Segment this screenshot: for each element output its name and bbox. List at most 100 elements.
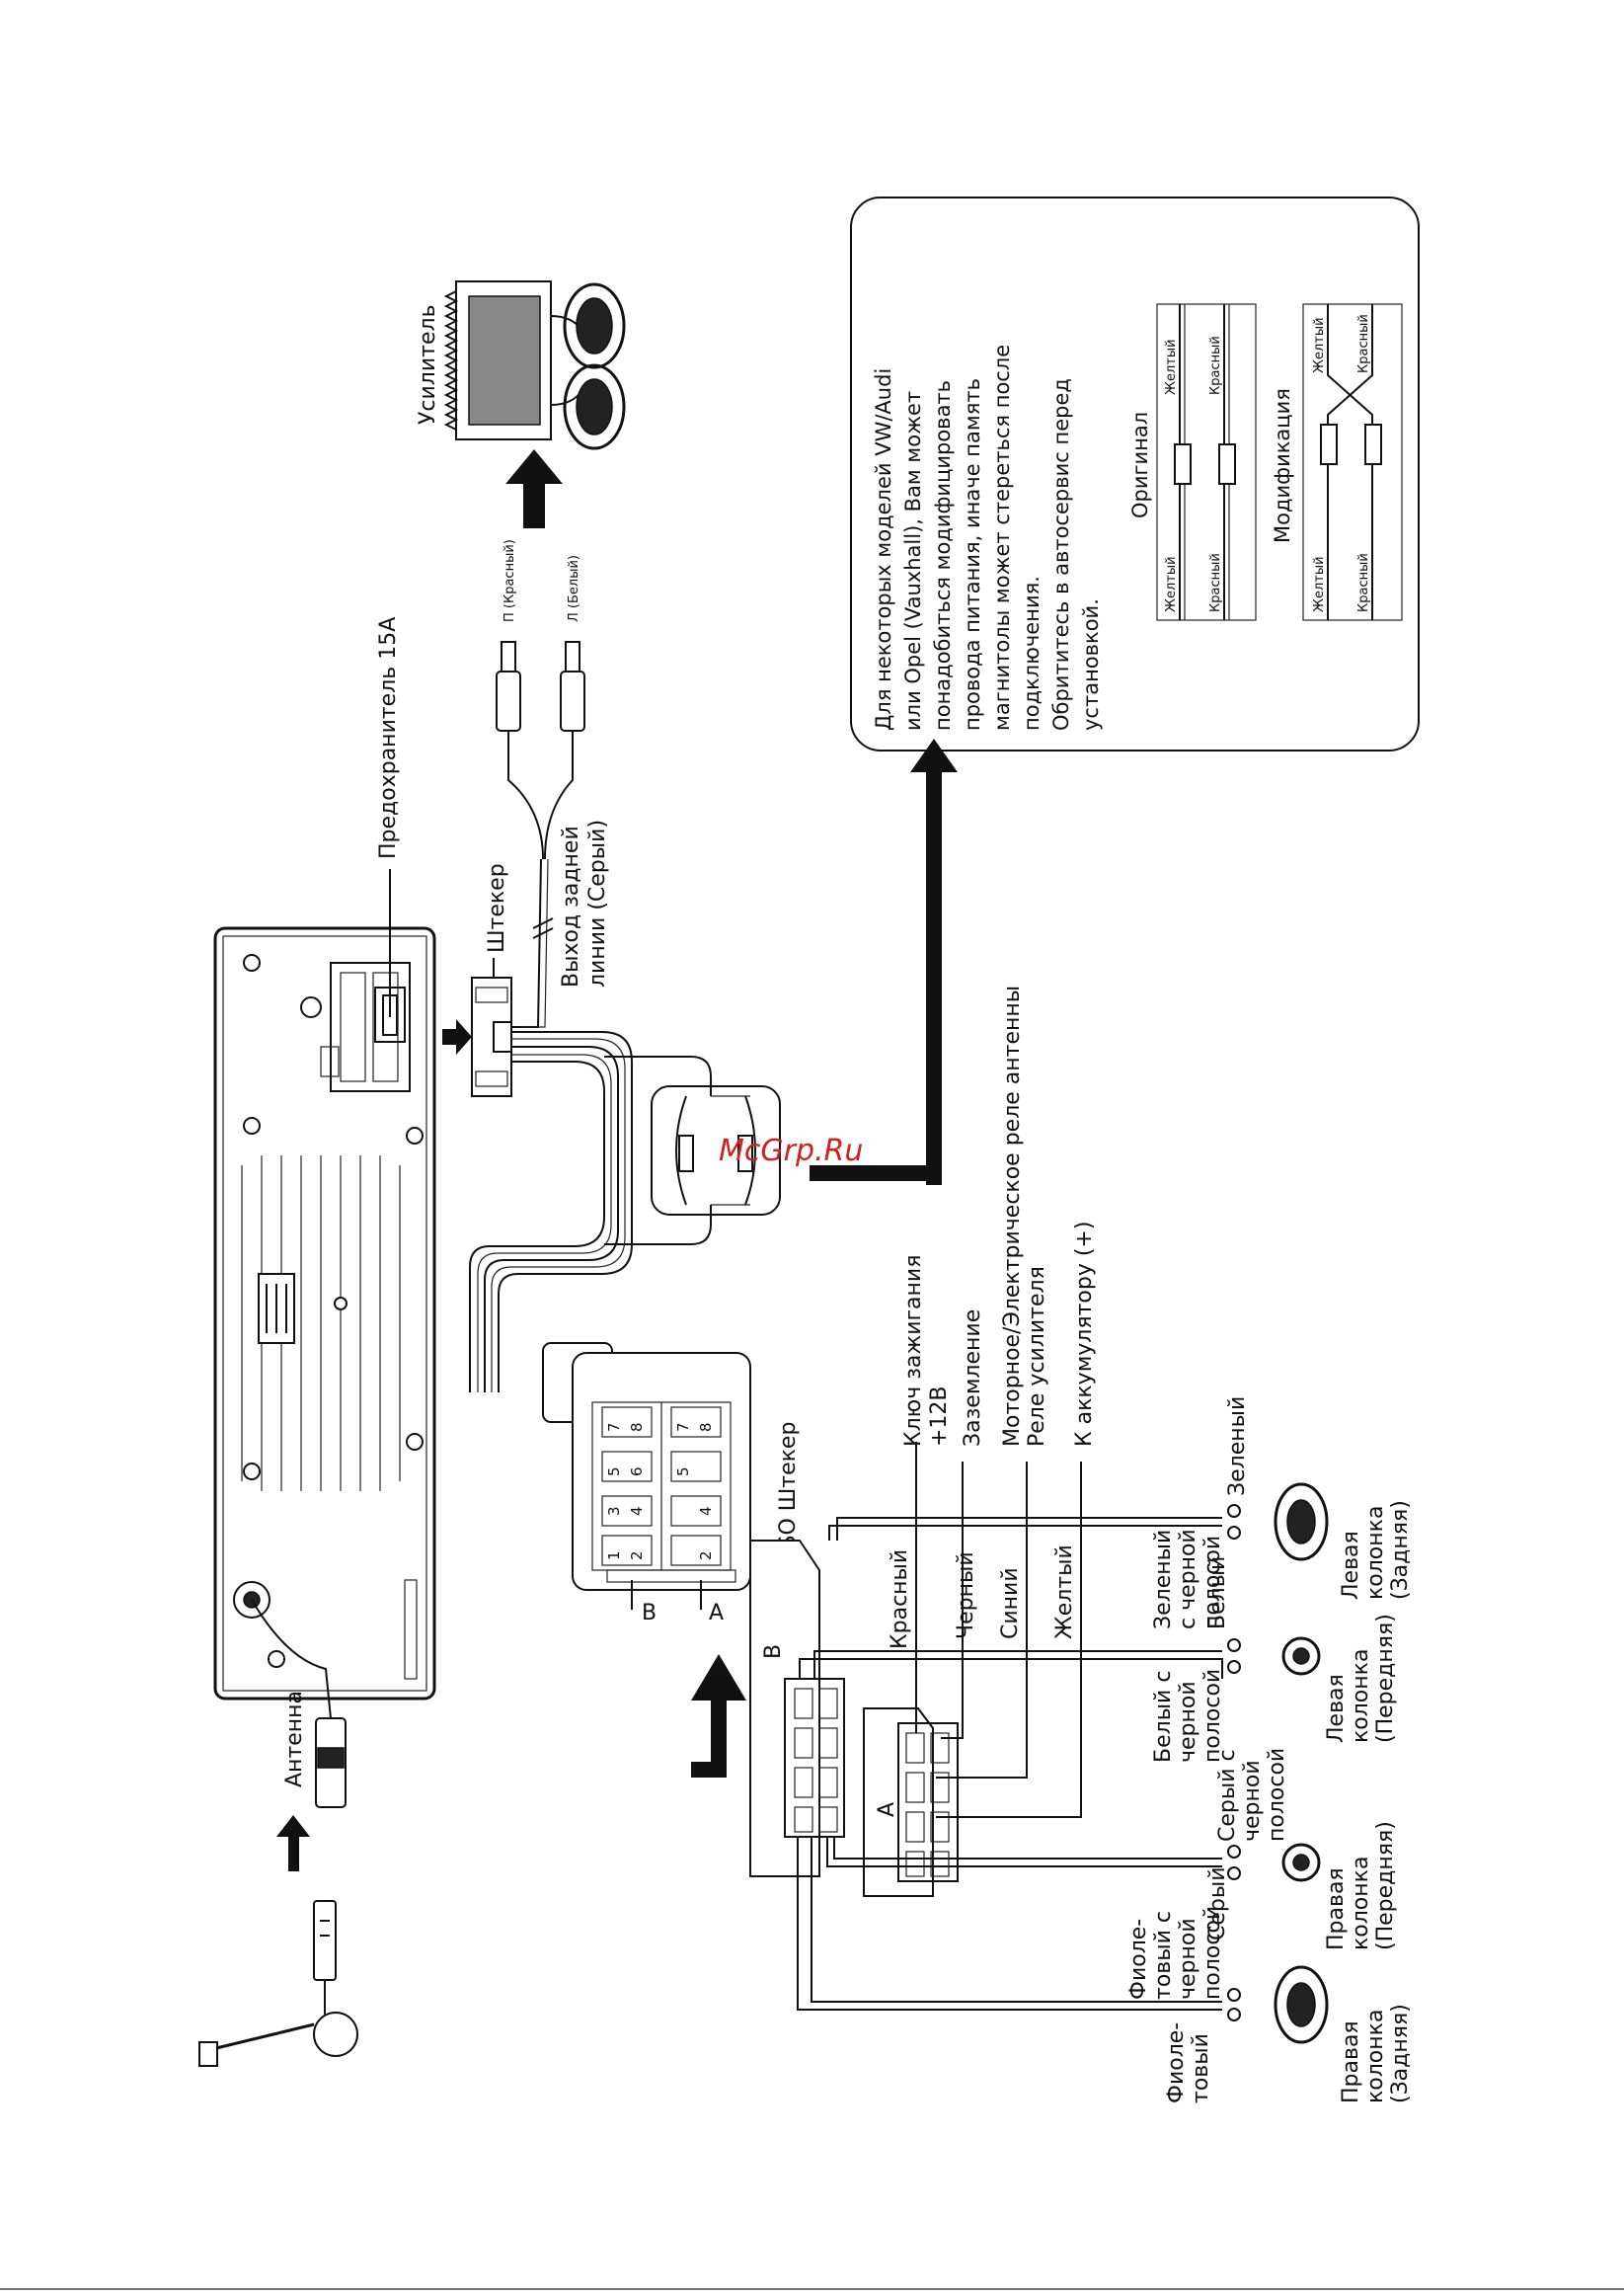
- speaker-lr-name-2: колонка: [1363, 1506, 1388, 1600]
- pin-b-6: 6: [628, 1466, 646, 1476]
- svg-text:подключения.: подключения.: [1020, 576, 1044, 731]
- pin-b-5: 5: [605, 1466, 623, 1476]
- speaker-rf-name-3: (Передняя): [1373, 1821, 1398, 1950]
- conn-a-label: A: [709, 1601, 724, 1625]
- antenna: Антенна: [198, 1599, 358, 2067]
- pin-b-2: 2: [628, 1550, 646, 1560]
- fuse-label: Предохранитель 15A: [376, 617, 401, 859]
- note-box-frame: [850, 197, 1420, 752]
- antenna-rod: [211, 2022, 315, 2051]
- note-text: Для некоторых моделей VW/Audi или Opel (…: [872, 345, 1103, 731]
- note-line-3: понадобиться модифицировать: [931, 380, 955, 731]
- speaker-lr-wire-pos-1: Зеленый: [1225, 1396, 1250, 1496]
- wire-blue-label: Синий: [998, 1567, 1023, 1639]
- pin-a-7: 7: [674, 1422, 692, 1432]
- line-out-label-1: Выход задней: [559, 826, 583, 988]
- pin-b-4: 4: [628, 1506, 646, 1516]
- wire-black-label: Черный: [954, 1551, 978, 1639]
- iso-a-pins: 7 5 8 4 2: [670, 1406, 722, 1566]
- pin-a-4: 4: [697, 1506, 715, 1516]
- mod-frame: [1302, 303, 1403, 621]
- antenna-label: Антенна: [282, 1691, 307, 1787]
- original-red-right: Красный: [1208, 336, 1223, 395]
- svg-text:или Opel (Vauxhall), Вам м: или Opel (Vauxhall), Вам может: [901, 391, 925, 731]
- line-out-label-2: линии (Серый): [585, 820, 610, 988]
- amplifier-arrow: [505, 449, 563, 528]
- screw-5: [243, 1463, 261, 1480]
- svg-text:провода питания, иначе памя: провода питания, иначе память: [961, 378, 984, 731]
- relay-frame: [651, 1085, 781, 1216]
- rca-left-plug: [560, 671, 585, 732]
- speaker-lf-name-2: колонка: [1349, 1649, 1373, 1743]
- pin-a-2: 2: [697, 1550, 715, 1560]
- screw-1: [243, 954, 261, 972]
- plug-label: Штекер: [485, 863, 509, 953]
- pin-a-8: 8: [697, 1422, 715, 1432]
- pin-b-1: 1: [605, 1550, 623, 1560]
- wire-red-label: Красный: [888, 1549, 912, 1649]
- speaker-wires: [797, 1517, 1223, 2011]
- box-b-letter: B: [761, 1644, 786, 1659]
- original-yellow-right: Желтый: [1164, 339, 1179, 395]
- speaker-rr-name-3: (Задняя): [1388, 2004, 1413, 2103]
- rca-cable: Выход задней линии (Серый) П (Красный) Л…: [496, 539, 610, 1028]
- battery-label: К аккумулятору (+): [1072, 1222, 1097, 1447]
- original-title: Оригинал: [1128, 412, 1152, 518]
- speaker-lf-wire-pos-1: Белый: [1205, 1556, 1230, 1629]
- speaker-left-front: Левая колонка (Передняя) Белый с черной …: [1151, 1556, 1398, 1763]
- mod-yellow-right: Желтый: [1312, 317, 1327, 373]
- speaker-lr-name-3: (Задняя): [1388, 1500, 1413, 1600]
- iso-plug-label: ISO Штекер: [776, 1422, 801, 1555]
- conn-b-label: B: [642, 1601, 657, 1625]
- speaker-rr-wire-neg-1: Фиоле-: [1164, 2022, 1189, 2103]
- harness-connector-a: A: [863, 1707, 959, 1897]
- ignition-label-2: +12В: [927, 1386, 952, 1447]
- amplifier-speaker-2: [563, 363, 626, 450]
- mod-red-right: Красный: [1356, 314, 1371, 373]
- mod-red-left: Красный: [1356, 553, 1371, 612]
- speaker-lf-name-3: (Передняя): [1373, 1614, 1398, 1743]
- speaker-rf-name-1: Правая: [1324, 1867, 1349, 1950]
- speaker-rf-wire-pos-1: Серый с: [1215, 1749, 1240, 1842]
- speaker-lr-wire-neg-1: Зеленый: [1151, 1530, 1176, 1629]
- antenna-ball: [313, 2012, 358, 2057]
- modification-wiring: Модификация Желтый Желтый Красный Красны…: [1271, 303, 1403, 621]
- pin-b-3: 3: [605, 1506, 623, 1516]
- harness-arrow: [691, 1654, 746, 1778]
- note-line-8: установкой.: [1079, 598, 1103, 731]
- note-arrow: [810, 739, 958, 1185]
- speaker-rf-wire-neg-1: Серый: [1205, 1866, 1230, 1940]
- note-line-7: Обрититесь в автосервис перед: [1049, 378, 1073, 731]
- speaker-rr-wire-pos-1: Фиоле-: [1126, 1919, 1151, 2000]
- mod-yellow-left: Желтый: [1312, 556, 1327, 612]
- original-wiring: Оригинал Желтый Желтый Красный Красный: [1128, 303, 1257, 621]
- svg-text:Обрититесь в автосервис: Обрититесь в автосервис перед: [1049, 378, 1073, 731]
- note-line-4: провода питания, иначе память: [961, 378, 984, 731]
- speaker-lr-wire-neg-2: с черной: [1176, 1529, 1200, 1629]
- note-box: Для некоторых моделей VW/Audi или Opel (…: [850, 197, 1420, 752]
- note-line-5: магнитолы может стереться после: [990, 345, 1014, 731]
- wire-yellow-label: Желтый: [1052, 1544, 1077, 1639]
- note-line-1: Для некоторых моделей VW/Audi: [872, 368, 895, 731]
- speaker-rr-name-2: колонка: [1363, 2010, 1388, 2103]
- speaker-rf-wire-pos-3: полосой: [1265, 1748, 1289, 1842]
- speaker-rr-wire-pos-3: черной: [1176, 1918, 1200, 2000]
- speaker-right-rear: Правая колонка (Задняя) Фиоле- товый Фио…: [1126, 1906, 1413, 2103]
- svg-text:магнитолы может стереться посл: магнитолы может стереться после: [990, 345, 1014, 731]
- original-red-left: Красный: [1208, 553, 1223, 612]
- iso-plug: 7 5 3 1 8 6 4 2 7 5 8 4 2 ISO Штекер B A: [542, 1342, 801, 1625]
- rca-right-plug: [496, 671, 521, 732]
- power-wires: Красный Черный Синий Желтый Ключ зажиган…: [888, 986, 1097, 1818]
- iso-b-pins: 7 5 3 1 8 6 4 2: [601, 1406, 653, 1566]
- rca-left-label: Л (Белый): [567, 555, 581, 622]
- unit-iso-socket: [330, 962, 411, 1092]
- relay-adapter: McGrp.Ru: [651, 1085, 863, 1216]
- line-out-plug: Штекер: [442, 863, 512, 1097]
- speaker-rr-wire-pos-2: товый с: [1151, 1911, 1176, 2000]
- note-line-2: или Opel (Vauxhall), Вам может: [901, 391, 925, 731]
- amplifier-speaker-1: [563, 282, 626, 369]
- speaker-rr-name-1: Правая: [1339, 2020, 1363, 2103]
- pin-a-5: 5: [674, 1466, 692, 1476]
